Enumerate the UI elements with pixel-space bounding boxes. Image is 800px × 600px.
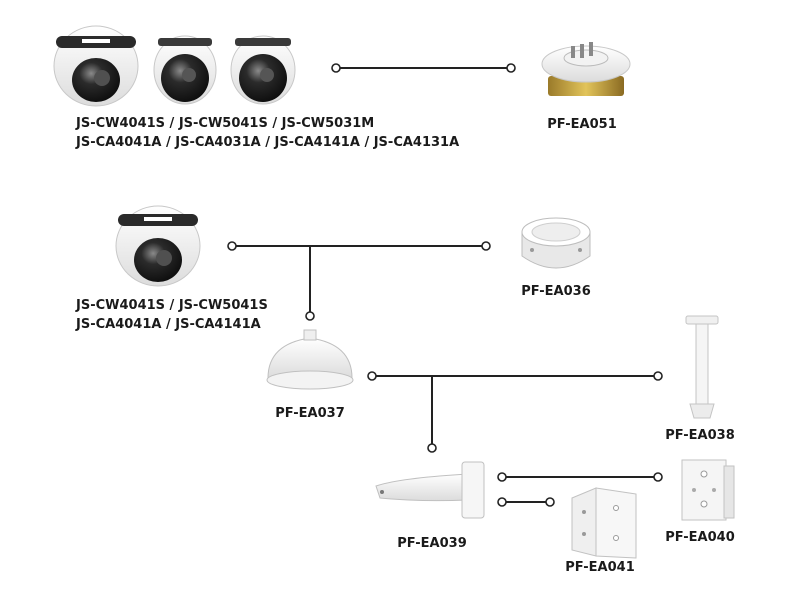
pf-ea036-label: PF-EA036: [521, 284, 591, 299]
pf-ea041-image: [571, 487, 637, 559]
connector-bottom: [497, 472, 663, 507]
dome-camera-image-3: [230, 35, 296, 105]
pf-ea036-image: [521, 217, 591, 269]
connector-top: [331, 63, 516, 73]
connector-middle: [227, 241, 491, 321]
dome-camera-image-4: [115, 205, 201, 287]
pf-ea038-image: [685, 315, 719, 419]
top-models-label: JS-CW4041S / JS-CW5041S / JS-CW5031M JS-…: [76, 114, 459, 152]
pf-ea040-label: PF-EA040: [665, 530, 735, 545]
bottom-models-label: JS-CW4041S / JS-CW5041S JS-CA4041A / JS-…: [76, 296, 268, 334]
bottom-models-line2: JS-CA4041A / JS-CA4141A: [76, 317, 261, 332]
top-models-line1: JS-CW4041S / JS-CW5041S / JS-CW5031M: [76, 116, 375, 131]
pf-ea051-label: PF-EA051: [547, 117, 617, 132]
pf-ea039-image: [375, 461, 485, 519]
dome-camera-image-2: [153, 35, 217, 105]
connector-lower: [367, 371, 663, 453]
bottom-models-line1: JS-CW4041S / JS-CW5041S: [76, 298, 268, 313]
pf-ea039-label: PF-EA039: [397, 536, 467, 551]
pf-ea040-image: [681, 459, 735, 521]
pf-ea051-image: [541, 42, 631, 96]
pf-ea037-label: PF-EA037: [275, 406, 345, 421]
dome-camera-image-1: [53, 25, 139, 107]
pf-ea038-label: PF-EA038: [665, 428, 735, 443]
top-models-line2: JS-CA4041A / JS-CA4031A / JS-CA4141A / J…: [76, 135, 460, 150]
pf-ea037-image: [266, 329, 354, 390]
pf-ea041-label: PF-EA041: [565, 560, 635, 575]
